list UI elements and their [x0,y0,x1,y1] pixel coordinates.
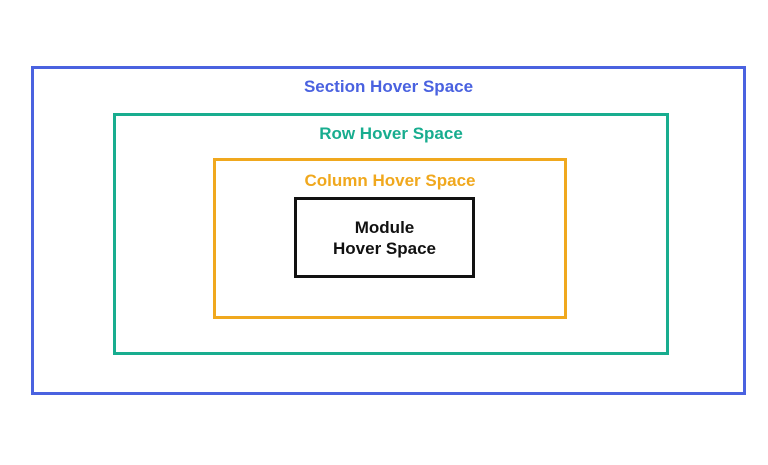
module-hover-space-label-line2: Hover Space [333,238,436,258]
row-hover-space-label: Row Hover Space [319,124,463,143]
row-hover-space-box: Row Hover Space [113,113,669,355]
module-hover-space-label-line1: Module [354,217,415,237]
column-hover-space-label: Column Hover Space [304,171,476,190]
section-hover-space-box: Section Hover Space [31,66,746,395]
module-hover-space-box: Module Hover Space [294,197,475,278]
section-hover-space-label: Section Hover Space [303,77,474,96]
column-hover-space-box: Column Hover Space [213,158,567,319]
